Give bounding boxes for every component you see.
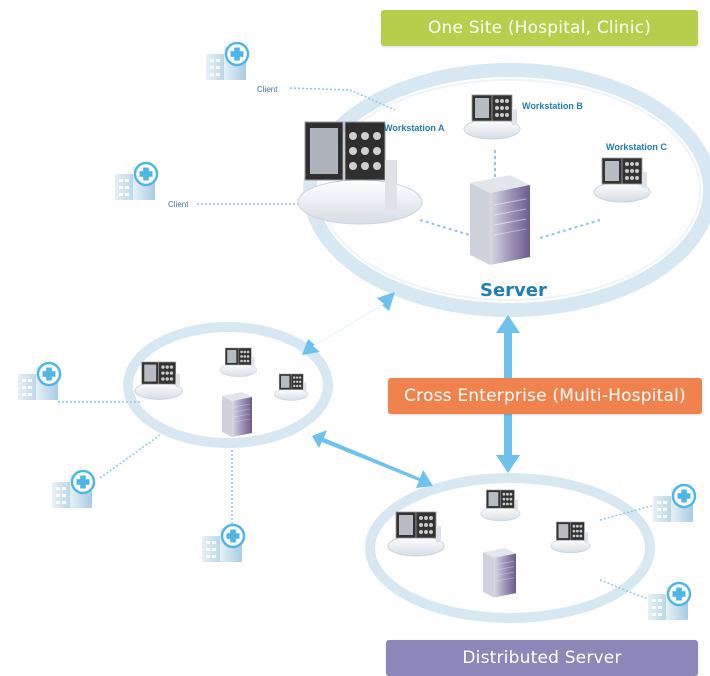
client-links: [197, 87, 396, 205]
workstation-b-icon: [463, 94, 521, 140]
bottom-workstation-icon: [387, 511, 445, 557]
bottom-links: [599, 504, 656, 601]
hospital-building-icon: [200, 523, 246, 564]
distributed-server-banner: Distributed Server: [386, 640, 698, 676]
server-icon: [469, 174, 531, 266]
hospital-building-icon: [651, 483, 697, 524]
workstation-a-icon: [297, 121, 423, 225]
hospital-building-icon: [204, 41, 250, 82]
client-label-1: Client: [257, 85, 278, 94]
cross-enterprise-banner: Cross Enterprise (Multi-Hospital): [388, 378, 702, 414]
bottom-workstation-icon: [480, 489, 521, 522]
left-server-icon: [221, 391, 253, 438]
hospital-building-icon: [646, 581, 692, 622]
site-links: [419, 150, 601, 239]
left-workstation-icon: [274, 373, 309, 401]
left-ring: [123, 322, 333, 448]
left-workstation-icon: [219, 347, 257, 377]
bottom-server-icon: [482, 547, 517, 598]
left-links: [58, 401, 233, 525]
workstation-c-icon: [593, 157, 651, 203]
one-site-banner: One Site (Hospital, Clinic): [381, 10, 698, 46]
hospital-building-icon: [16, 361, 62, 402]
distributed-ring: [365, 473, 655, 623]
hospital-building-icon: [50, 469, 96, 510]
bottom-workstation-icon: [550, 521, 591, 554]
server-label: Server: [480, 280, 547, 301]
left-workstation-icon: [134, 361, 183, 400]
hospital-building-icon: [113, 161, 159, 202]
client-label-2: Client: [168, 200, 189, 209]
workstation-b-label: Workstation B: [522, 101, 583, 111]
workstation-c-label: Workstation C: [606, 142, 667, 152]
workstation-a-label: Workstation A: [384, 123, 445, 133]
